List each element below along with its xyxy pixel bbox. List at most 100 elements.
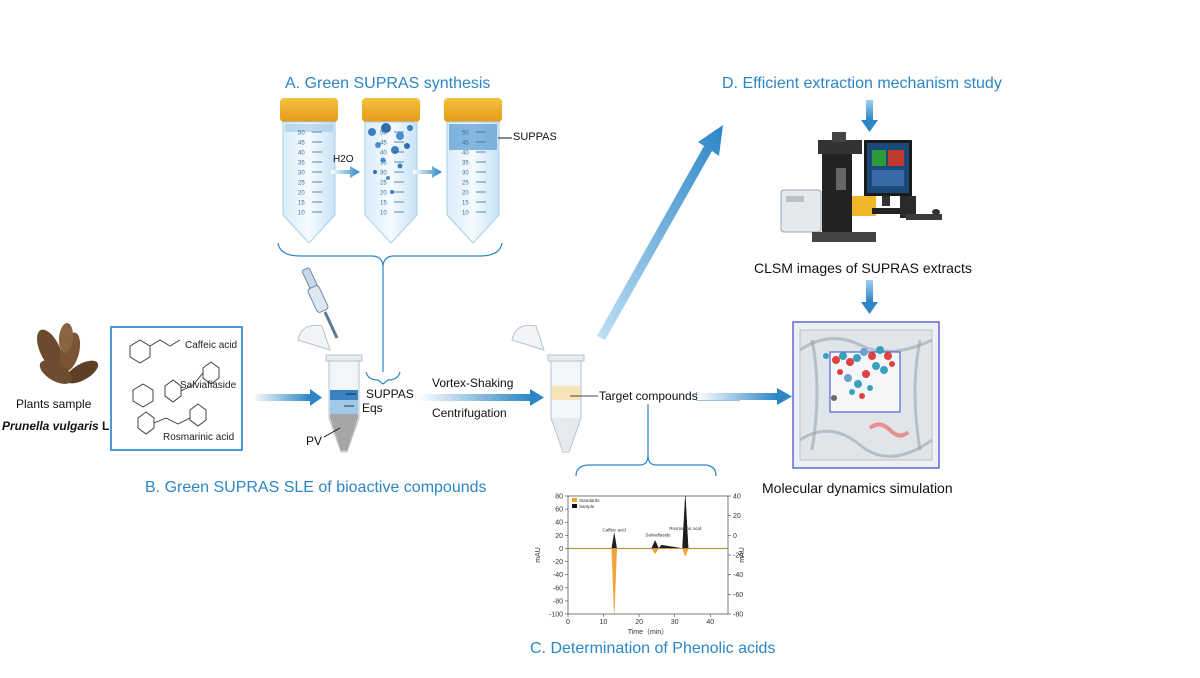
tube-graduation-label: 25 bbox=[298, 181, 305, 187]
tube-graduation-label: 30 bbox=[298, 171, 305, 177]
confocal-microscope-image bbox=[780, 132, 942, 242]
section-a-bracket bbox=[277, 242, 503, 267]
tube-graduation-label: 50 bbox=[380, 131, 387, 137]
tube-graduation-label: 20 bbox=[462, 191, 469, 197]
target-compounds-label: Target compounds bbox=[599, 389, 698, 403]
tube-graduation-label: 10 bbox=[298, 211, 305, 217]
y-tick-label: 60 bbox=[555, 507, 563, 514]
falcon-tube-1 bbox=[280, 98, 338, 244]
y2-tick-label: 40 bbox=[733, 494, 741, 501]
section-b-title: B. Green SUPRAS SLE of bioactive compoun… bbox=[145, 479, 487, 496]
arrow-vortex bbox=[418, 394, 530, 401]
plants-sample-label: Plants sample bbox=[16, 397, 92, 411]
tube-graduation-label: 45 bbox=[462, 141, 469, 147]
pipette-icon bbox=[301, 267, 339, 339]
tube-graduation-label: 25 bbox=[380, 181, 387, 187]
legend-swatch bbox=[572, 504, 577, 508]
arrow-to-mechanism bbox=[597, 125, 723, 340]
tube-graduation-label: 10 bbox=[462, 211, 469, 217]
hplc-chromatogram: 80 60 40 20 0 -20 -40 -60 -80 -100 40 20 0 -20 -40 -60 -… bbox=[535, 494, 746, 637]
y-tick-label: 80 bbox=[555, 494, 563, 501]
arrow-to-clsm bbox=[866, 100, 873, 120]
suppas-label-a: SUPPAS bbox=[513, 131, 557, 143]
rosmarinic-acid-label: Rosmarinic acid bbox=[163, 432, 235, 443]
vortex-label: Vortex-Shaking bbox=[432, 376, 514, 390]
y2-tick-label: 20 bbox=[733, 513, 741, 520]
eppendorf-tube-extraction bbox=[297, 324, 363, 453]
tube-graduation-label: 20 bbox=[380, 191, 387, 197]
y2-axis-label: mAU bbox=[739, 547, 746, 563]
y-tick-label: -60 bbox=[553, 585, 563, 592]
peak-label: Salviaflaside bbox=[645, 533, 671, 538]
plot-frame bbox=[567, 495, 729, 615]
clsm-label: CLSM images of SUPRAS extracts bbox=[754, 260, 972, 276]
tube-graduation-label: 35 bbox=[298, 161, 305, 167]
tube-graduation-label: 30 bbox=[380, 171, 387, 177]
legend-label: Sample bbox=[579, 504, 595, 509]
tube-graduation-label: 50 bbox=[462, 131, 469, 137]
arrow-to-md-sim bbox=[866, 280, 873, 302]
section-a-title: A. Green SUPRAS synthesis bbox=[285, 75, 491, 92]
tube-graduation-label: 15 bbox=[298, 201, 305, 207]
tube-graduation-label: 30 bbox=[462, 171, 469, 177]
y-tick-label: -40 bbox=[553, 572, 563, 579]
section-d-title: D. Efficient extraction mechanism study bbox=[722, 75, 1002, 92]
series-standards bbox=[568, 548, 728, 615]
arrow-h2o bbox=[331, 166, 360, 178]
tube-graduation-label: 15 bbox=[380, 201, 387, 207]
x-tick-label: 30 bbox=[671, 619, 679, 626]
y-tick-label: 20 bbox=[555, 533, 563, 540]
y-axis-label: mAU bbox=[535, 547, 542, 563]
y2-tick-label: -20 bbox=[733, 553, 743, 560]
compound-structures-box bbox=[110, 326, 243, 451]
species-label: Prunella vulgaris L bbox=[2, 419, 110, 433]
eppendorf-tube-extract bbox=[511, 324, 585, 453]
tube-graduation-label: 40 bbox=[462, 151, 469, 157]
tube-graduation-label: 35 bbox=[380, 161, 387, 167]
y-tick-label: -20 bbox=[553, 559, 563, 566]
pv-label: PV bbox=[306, 434, 323, 448]
plant-sample-image bbox=[37, 323, 99, 384]
x-tick-label: 20 bbox=[635, 619, 643, 626]
tube-graduation-label: 10 bbox=[380, 211, 387, 217]
falcon-tube-2 bbox=[362, 98, 420, 244]
chemical-structures bbox=[129, 339, 220, 435]
tube-graduation-label: 45 bbox=[380, 141, 387, 147]
md-label: Molecular dynamics simulation bbox=[762, 480, 953, 496]
hplc-bracket bbox=[575, 454, 717, 477]
centrifugation-label: Centrifugation bbox=[432, 406, 507, 420]
section-c-title: C. Determination of Phenolic acids bbox=[530, 640, 776, 657]
legend-swatch bbox=[572, 498, 577, 502]
tube-graduation-label: 40 bbox=[298, 151, 305, 157]
x-tick-label: 0 bbox=[566, 619, 570, 626]
peak-label: Caffeic acid bbox=[603, 527, 627, 532]
tube-graduation-label: 45 bbox=[298, 141, 305, 147]
y2-tick-label: -60 bbox=[733, 592, 743, 599]
tube-graduation-label: 25 bbox=[462, 181, 469, 187]
salviaflaside-label: Salviaflaside bbox=[180, 380, 237, 391]
tube-graduation-label: 35 bbox=[462, 161, 469, 167]
y-tick-label: -100 bbox=[549, 612, 563, 619]
tube-graduation-label: 40 bbox=[380, 151, 387, 157]
caffeic-acid-label: Caffeic acid bbox=[185, 340, 238, 351]
arrow-to-md bbox=[697, 393, 777, 400]
md-simulation-box-image bbox=[792, 321, 940, 469]
y-tick-label: 40 bbox=[555, 520, 563, 527]
x-axis-label: Time（min） bbox=[628, 628, 669, 636]
y2-tick-label: 0 bbox=[733, 533, 737, 540]
tube-graduation-label: 50 bbox=[298, 131, 305, 137]
y-tick-label: 0 bbox=[559, 546, 563, 553]
y2-tick-label: -40 bbox=[733, 572, 743, 579]
tube-graduation-label: 15 bbox=[462, 201, 469, 207]
y-tick-label: -80 bbox=[553, 598, 563, 605]
suppas-label-b: SUPPAS bbox=[366, 387, 414, 401]
x-tick-label: 40 bbox=[706, 619, 714, 626]
tube-graduation-label: 20 bbox=[298, 191, 305, 197]
arrow-plant-to-tube bbox=[252, 394, 310, 401]
x-tick-label: 10 bbox=[600, 619, 608, 626]
arrow-mix bbox=[413, 166, 442, 178]
y2-tick-label: -80 bbox=[733, 612, 743, 619]
suppas-bracket bbox=[365, 371, 401, 385]
